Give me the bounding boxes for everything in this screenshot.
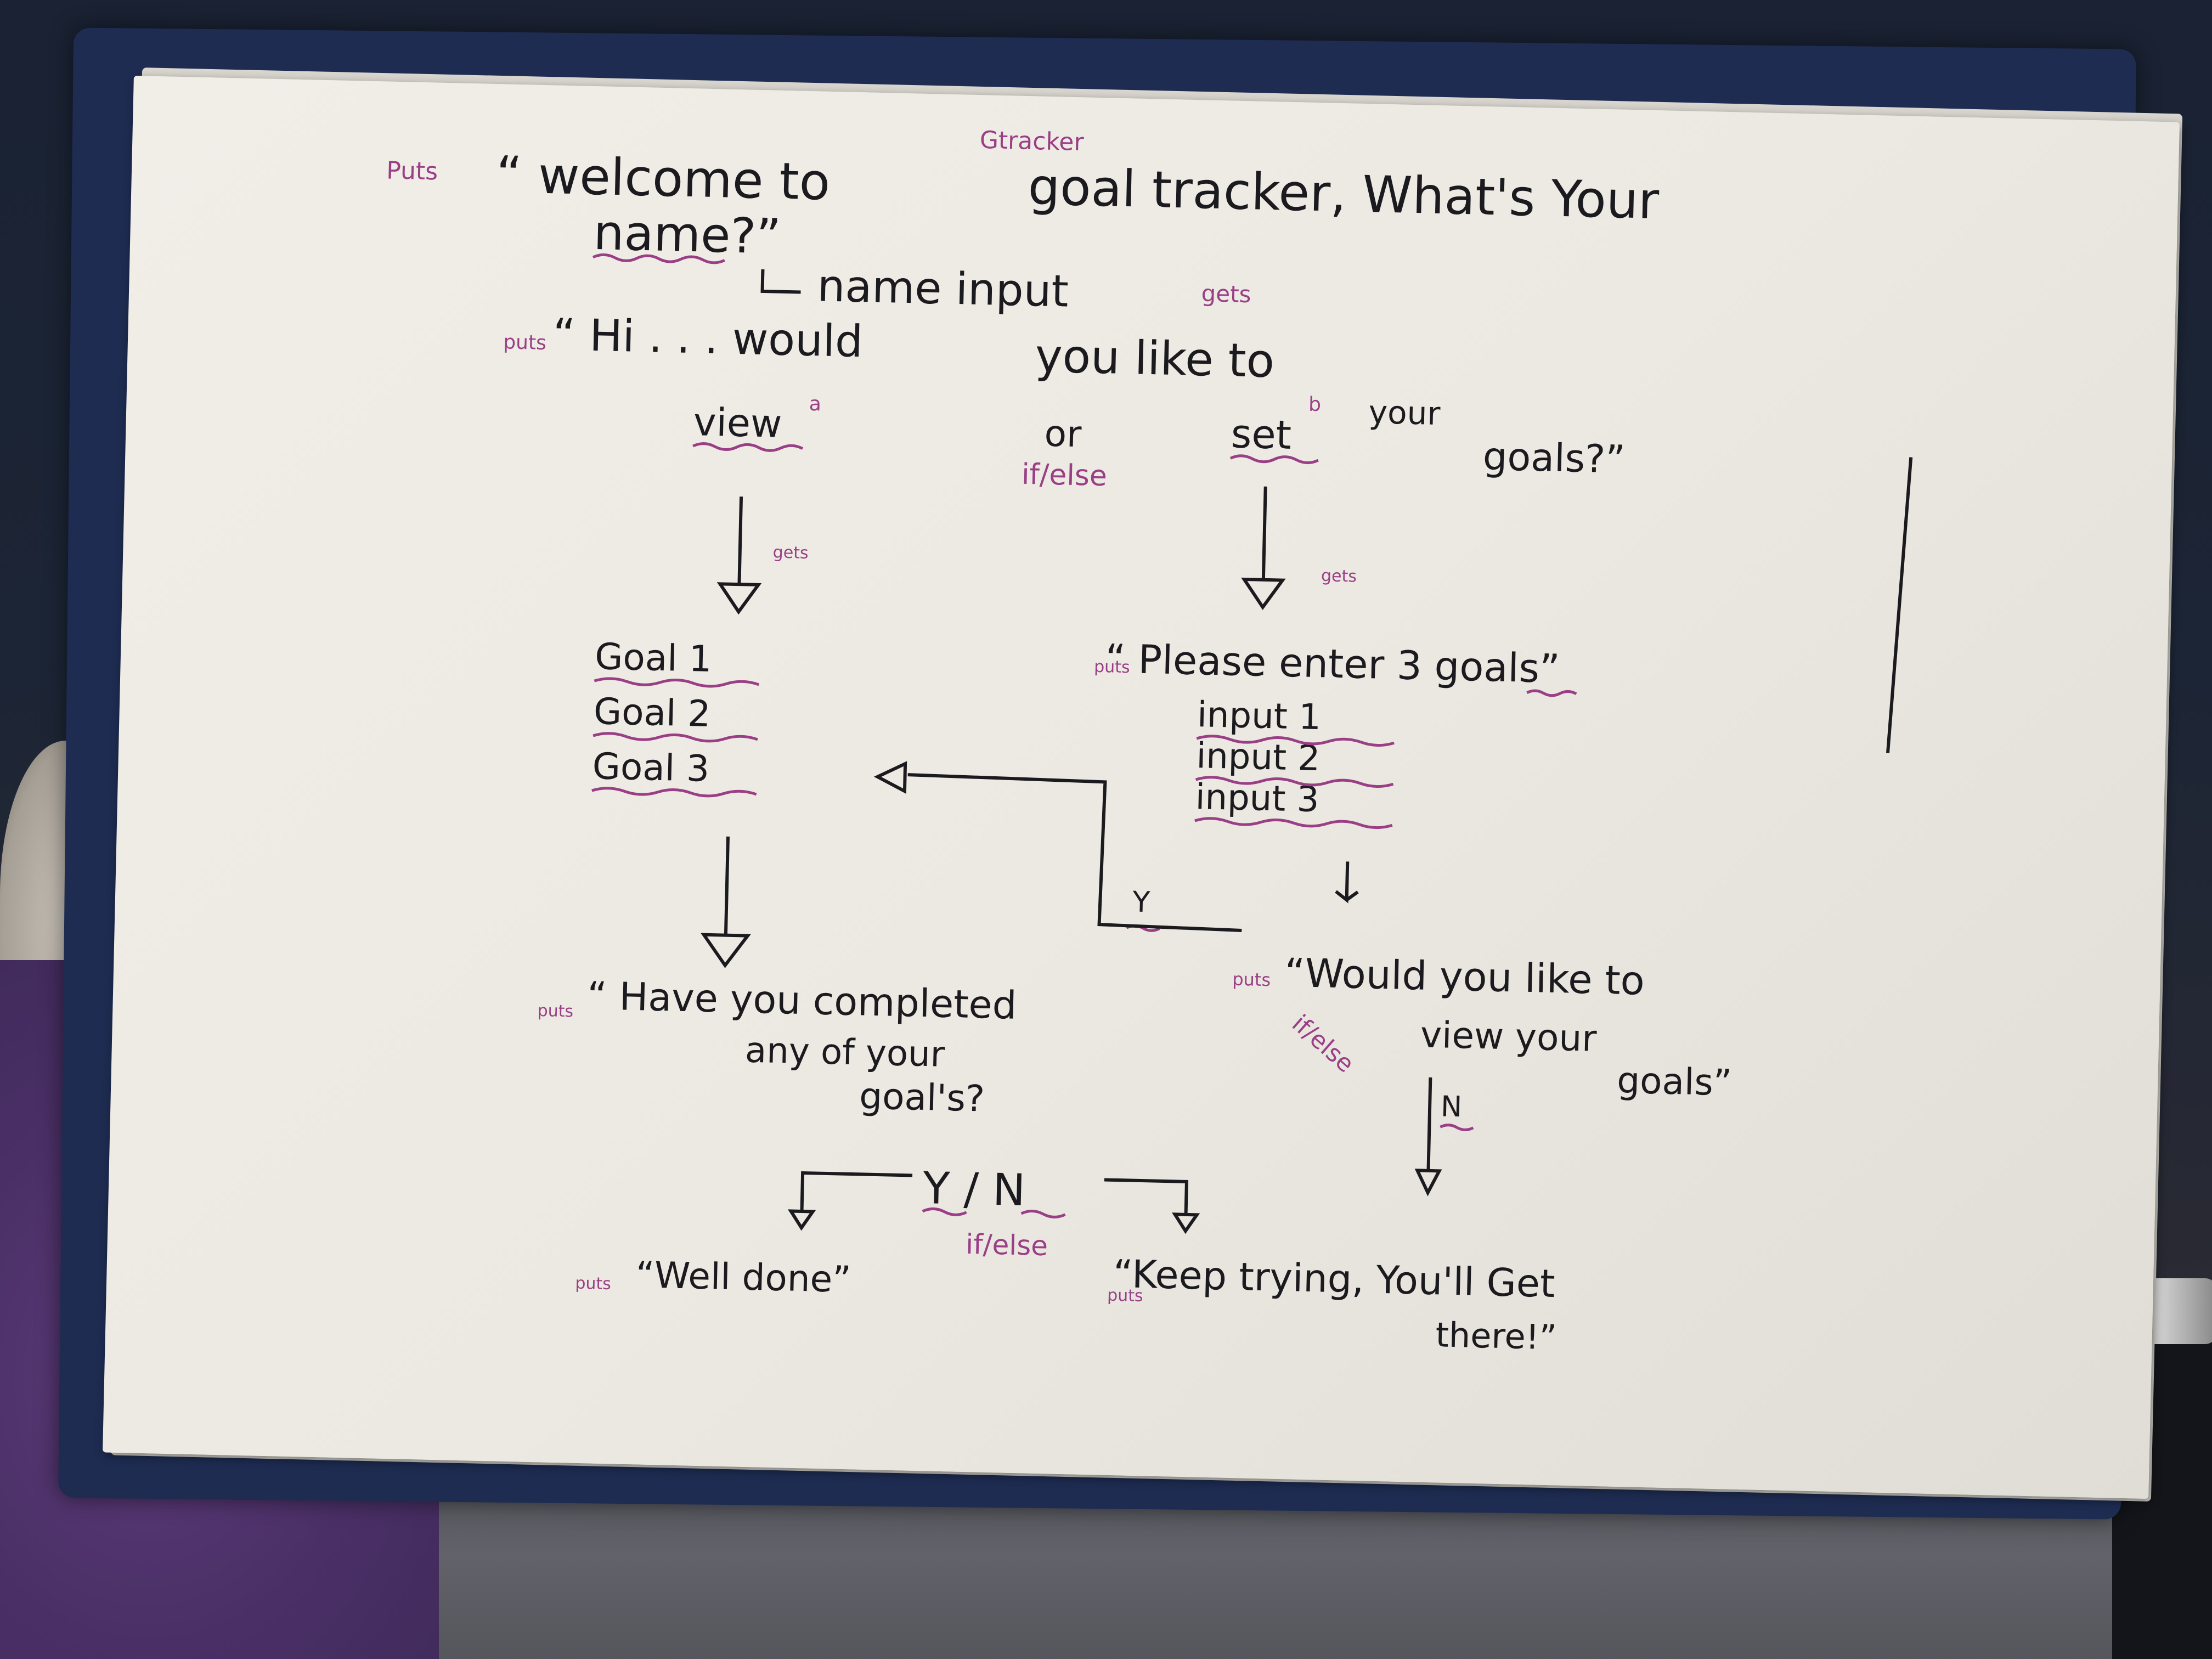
- set-option: set: [1231, 410, 1292, 458]
- input1-underline: [1196, 735, 1395, 747]
- puts-annotation-4: puts: [1232, 969, 1271, 991]
- puts-annotation-2: puts: [503, 331, 546, 354]
- three-underline: [1526, 689, 1577, 697]
- well-done-text: “Well done”: [635, 1254, 851, 1301]
- y-label: Y: [1132, 886, 1150, 919]
- view-arrow-line: [737, 496, 743, 585]
- ifelse-annotation-3: if/else: [966, 1228, 1048, 1262]
- keep-trying-text: “Keep trying, You'll Get: [1113, 1251, 1555, 1306]
- b-annotation: b: [1308, 393, 1322, 416]
- goal-tracker-text: goal tracker, What's Your: [1028, 157, 1660, 230]
- name-input-text: name input: [817, 260, 1069, 317]
- goals-end-text: goals”: [1616, 1059, 1732, 1104]
- a-annotation: a: [809, 393, 821, 415]
- puts-annotation-7: puts: [1107, 1286, 1143, 1306]
- goal1-underline: [594, 677, 760, 688]
- name-underline: [592, 253, 725, 264]
- y-option-underline: [922, 1207, 967, 1216]
- set-arrowhead: [1241, 577, 1286, 611]
- puts-annotation-5: puts: [537, 1001, 573, 1021]
- gtracker-annotation: Gtracker: [979, 126, 1085, 156]
- goal3-underline: [591, 787, 757, 798]
- no-branch-line: [1104, 1178, 1189, 1215]
- ifelse-annotation-2: if/else: [1286, 1009, 1359, 1078]
- squiggle-underlines: [591, 253, 1577, 1218]
- yes-branch-line: [800, 1171, 913, 1212]
- n-underline: [1440, 1124, 1474, 1131]
- margin-line: [1886, 457, 1913, 753]
- flow-arrows: [701, 269, 1913, 1234]
- puts-annotation-1: Puts: [386, 156, 438, 185]
- input2-underline: [1195, 776, 1394, 788]
- please-enter-text: “ Please enter 3 goals”: [1105, 635, 1561, 692]
- goals-question: goals?”: [1482, 434, 1626, 482]
- y-loop-line: [907, 773, 1242, 933]
- puts-annotation-6: puts: [575, 1274, 611, 1294]
- view-your-text: view your: [1420, 1014, 1598, 1060]
- n-arrow-line: [1426, 1077, 1432, 1171]
- input-1: input 1: [1197, 695, 1321, 738]
- n-arrowhead: [1414, 1169, 1442, 1197]
- gets-annotation-2: gets: [772, 543, 809, 562]
- input3-underline: [1194, 817, 1393, 830]
- goals-arrow-line: [724, 836, 730, 935]
- n-label: N: [1440, 1090, 1462, 1124]
- have-you-text: “ Have you completed: [586, 973, 1017, 1028]
- name-question: name?”: [593, 204, 782, 265]
- puts-annotation-3: puts: [1094, 657, 1130, 677]
- or-text: or: [1044, 413, 1082, 456]
- goal-3: Goal 3: [592, 745, 710, 790]
- there-text: there!”: [1435, 1314, 1558, 1357]
- ifelse-annotation-1: if/else: [1021, 458, 1107, 493]
- n-option-underline: [1020, 1210, 1066, 1218]
- your-text: your: [1368, 393, 1441, 432]
- goal2-underline: [592, 732, 758, 743]
- view-arrowhead: [716, 582, 762, 615]
- name-arrow: [760, 269, 801, 294]
- gets-annotation-1: gets: [1201, 280, 1251, 308]
- hi-text: “ Hi . . . would: [552, 309, 864, 367]
- view-option: view: [693, 399, 782, 447]
- goals-s-text: goal's?: [859, 1075, 985, 1120]
- any-of-your-text: any of your: [744, 1030, 945, 1075]
- welcome-text: “ welcome to: [495, 145, 831, 212]
- view-underline: [692, 442, 804, 452]
- inputs-arrow: [1335, 861, 1359, 904]
- goals-arrowhead: [701, 933, 751, 968]
- no-arrowhead: [1172, 1212, 1200, 1234]
- you-like-to-text: you like to: [1035, 329, 1275, 388]
- goal-1: Goal 1: [595, 635, 713, 680]
- set-arrow-line: [1261, 486, 1267, 580]
- gets-annotation-3: gets: [1321, 566, 1357, 586]
- would-you-like-view-text: “Would you like to: [1284, 950, 1645, 1004]
- yn-text: Y / N: [922, 1163, 1026, 1216]
- set-underline: [1229, 454, 1319, 465]
- y-loop-arrowhead: [873, 761, 907, 794]
- goal-2: Goal 2: [593, 690, 711, 735]
- yes-arrowhead: [787, 1209, 816, 1231]
